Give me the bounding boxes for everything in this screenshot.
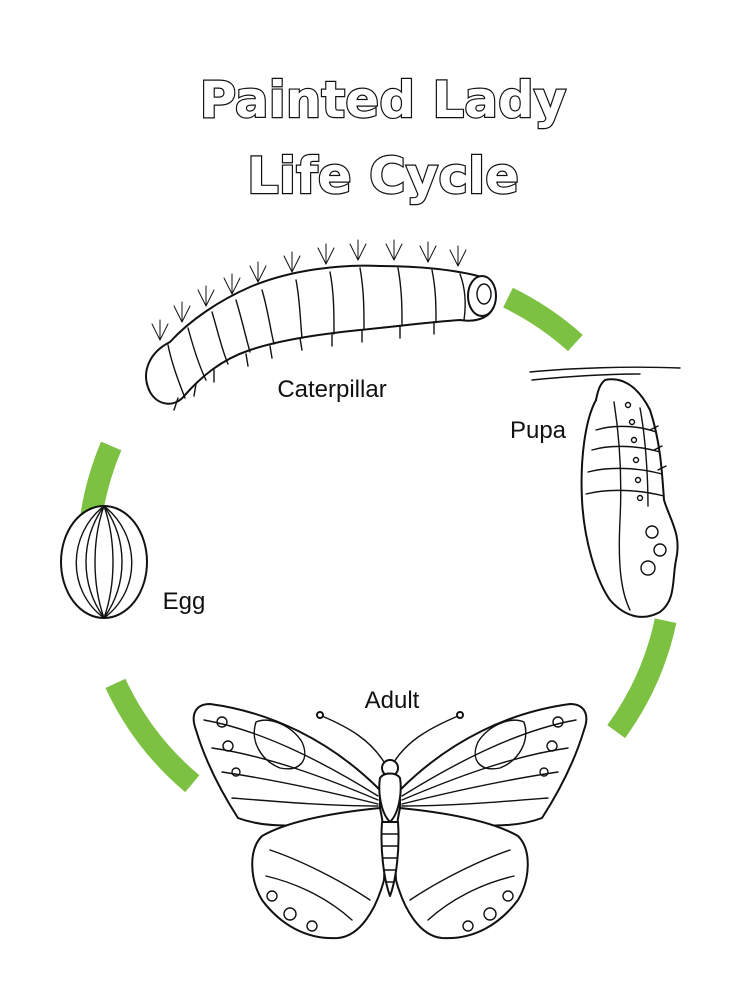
adult-butterfly-illustration (192, 703, 588, 940)
caterpillar-illustration (145, 239, 497, 411)
caterpillar-bristle (393, 243, 403, 261)
caterpillar-bristle (317, 247, 327, 265)
caterpillar-bristle (257, 265, 267, 283)
arrow-caterpillar-to-pupa (503, 287, 583, 352)
caterpillar-bristle (325, 247, 335, 265)
caterpillar-bristle (173, 305, 183, 323)
arrow-adult-to-egg (105, 678, 200, 793)
caterpillar-bristle (427, 245, 437, 263)
caterpillar-bristle (457, 249, 467, 267)
caterpillar-bristle (349, 243, 359, 261)
label-caterpillar: Caterpillar (277, 376, 386, 403)
label-pupa: Pupa (510, 417, 567, 444)
caterpillar-bristle (205, 289, 215, 307)
title-line-2: Life Cycle (247, 147, 519, 205)
caterpillar-bristle (419, 245, 429, 263)
label-adult: Adult (365, 687, 420, 714)
caterpillar-bristle (357, 243, 367, 261)
caterpillar-bristle (449, 249, 459, 267)
caterpillar-bristle (385, 243, 395, 261)
title-line-1: Painted Lady (200, 71, 567, 129)
title: Painted Lady Life Cycle (198, 70, 567, 206)
caterpillar-bristle (151, 323, 161, 341)
caterpillar-bristle (291, 255, 301, 273)
caterpillar-bristle (181, 305, 191, 323)
arrow-pupa-to-adult (607, 618, 677, 739)
caterpillar-bristle (231, 277, 241, 295)
caterpillar-bristle (223, 277, 233, 295)
caterpillar-bristle (159, 323, 169, 341)
caterpillar-bristle (197, 289, 207, 307)
caterpillar-bristle (283, 255, 293, 273)
egg-illustration (60, 505, 148, 619)
label-egg: Egg (163, 588, 206, 615)
caterpillar-bristle (249, 265, 259, 283)
pupa-illustration (529, 366, 681, 618)
